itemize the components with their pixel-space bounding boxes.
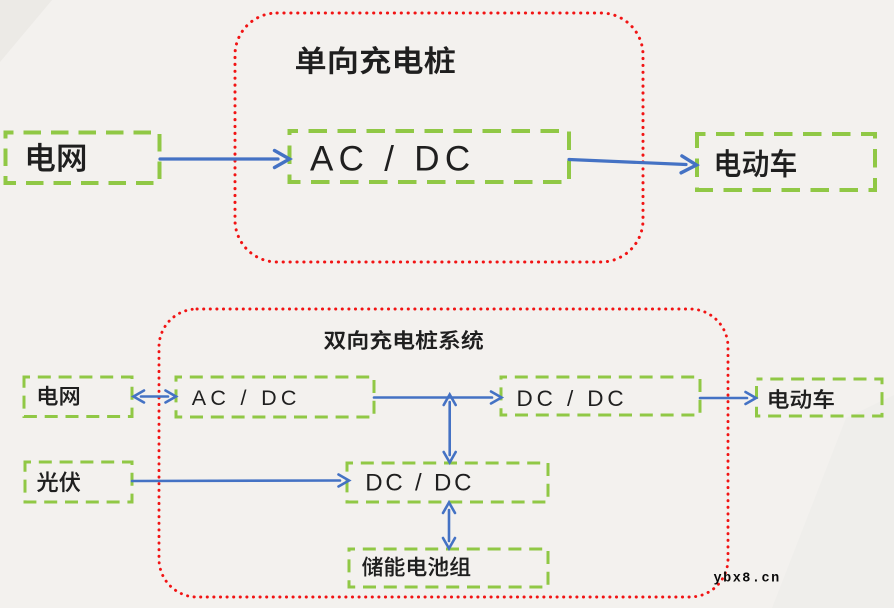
svg-text:DC / DC: DC / DC bbox=[517, 386, 628, 411]
svg-text:AC / DC: AC / DC bbox=[310, 140, 475, 179]
svg-text:DC / DC: DC / DC bbox=[365, 470, 474, 497]
svg-text:AC / DC: AC / DC bbox=[192, 386, 301, 410]
svg-text:ybx8.cn: ybx8.cn bbox=[714, 572, 781, 587]
